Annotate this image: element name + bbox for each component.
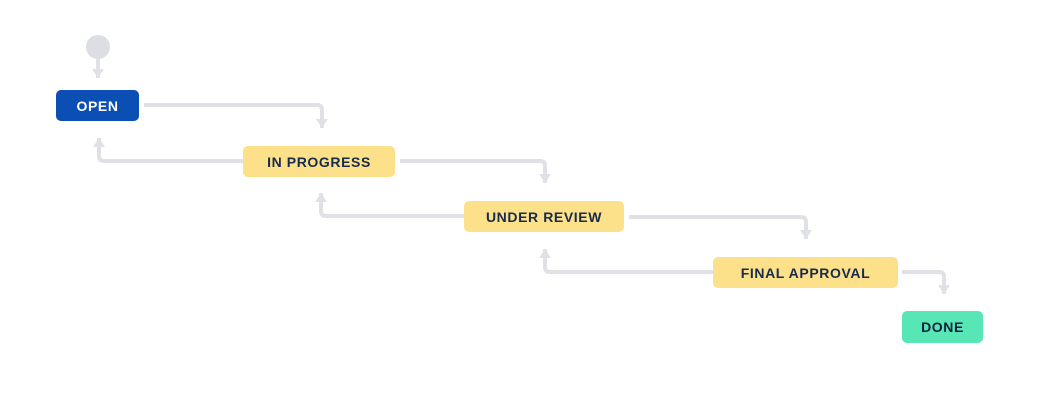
- status-node-under-review-label: UNDER REVIEW: [485, 208, 603, 225]
- connector-open-to-in-progress: [144, 103, 328, 128]
- status-node-open-label: OPEN: [76, 97, 119, 114]
- status-node-open[interactable]: OPEN: [56, 90, 139, 121]
- status-node-done-label: DONE: [921, 319, 964, 335]
- connector-under-review-to-final-approval: [629, 215, 812, 239]
- connector-in-progress-to-under-review: [400, 159, 551, 183]
- status-node-in-progress-label: IN PROGRESS: [267, 153, 371, 170]
- status-node-in-progress[interactable]: IN PROGRESS: [243, 146, 395, 177]
- status-node-final-approval[interactable]: FINAL APPROVAL: [713, 257, 898, 288]
- status-node-done[interactable]: DONE: [902, 311, 983, 343]
- start-node-circle: [86, 35, 110, 59]
- connector-final-approval-to-done: [902, 270, 950, 294]
- connector-final-approval-to-under-review: [539, 249, 713, 274]
- connector-in-progress-to-open: [93, 138, 243, 163]
- status-node-final-approval-label: FINAL APPROVAL: [740, 264, 871, 281]
- connector-under-review-to-in-progress: [315, 193, 464, 218]
- status-node-under-review[interactable]: UNDER REVIEW: [464, 201, 624, 232]
